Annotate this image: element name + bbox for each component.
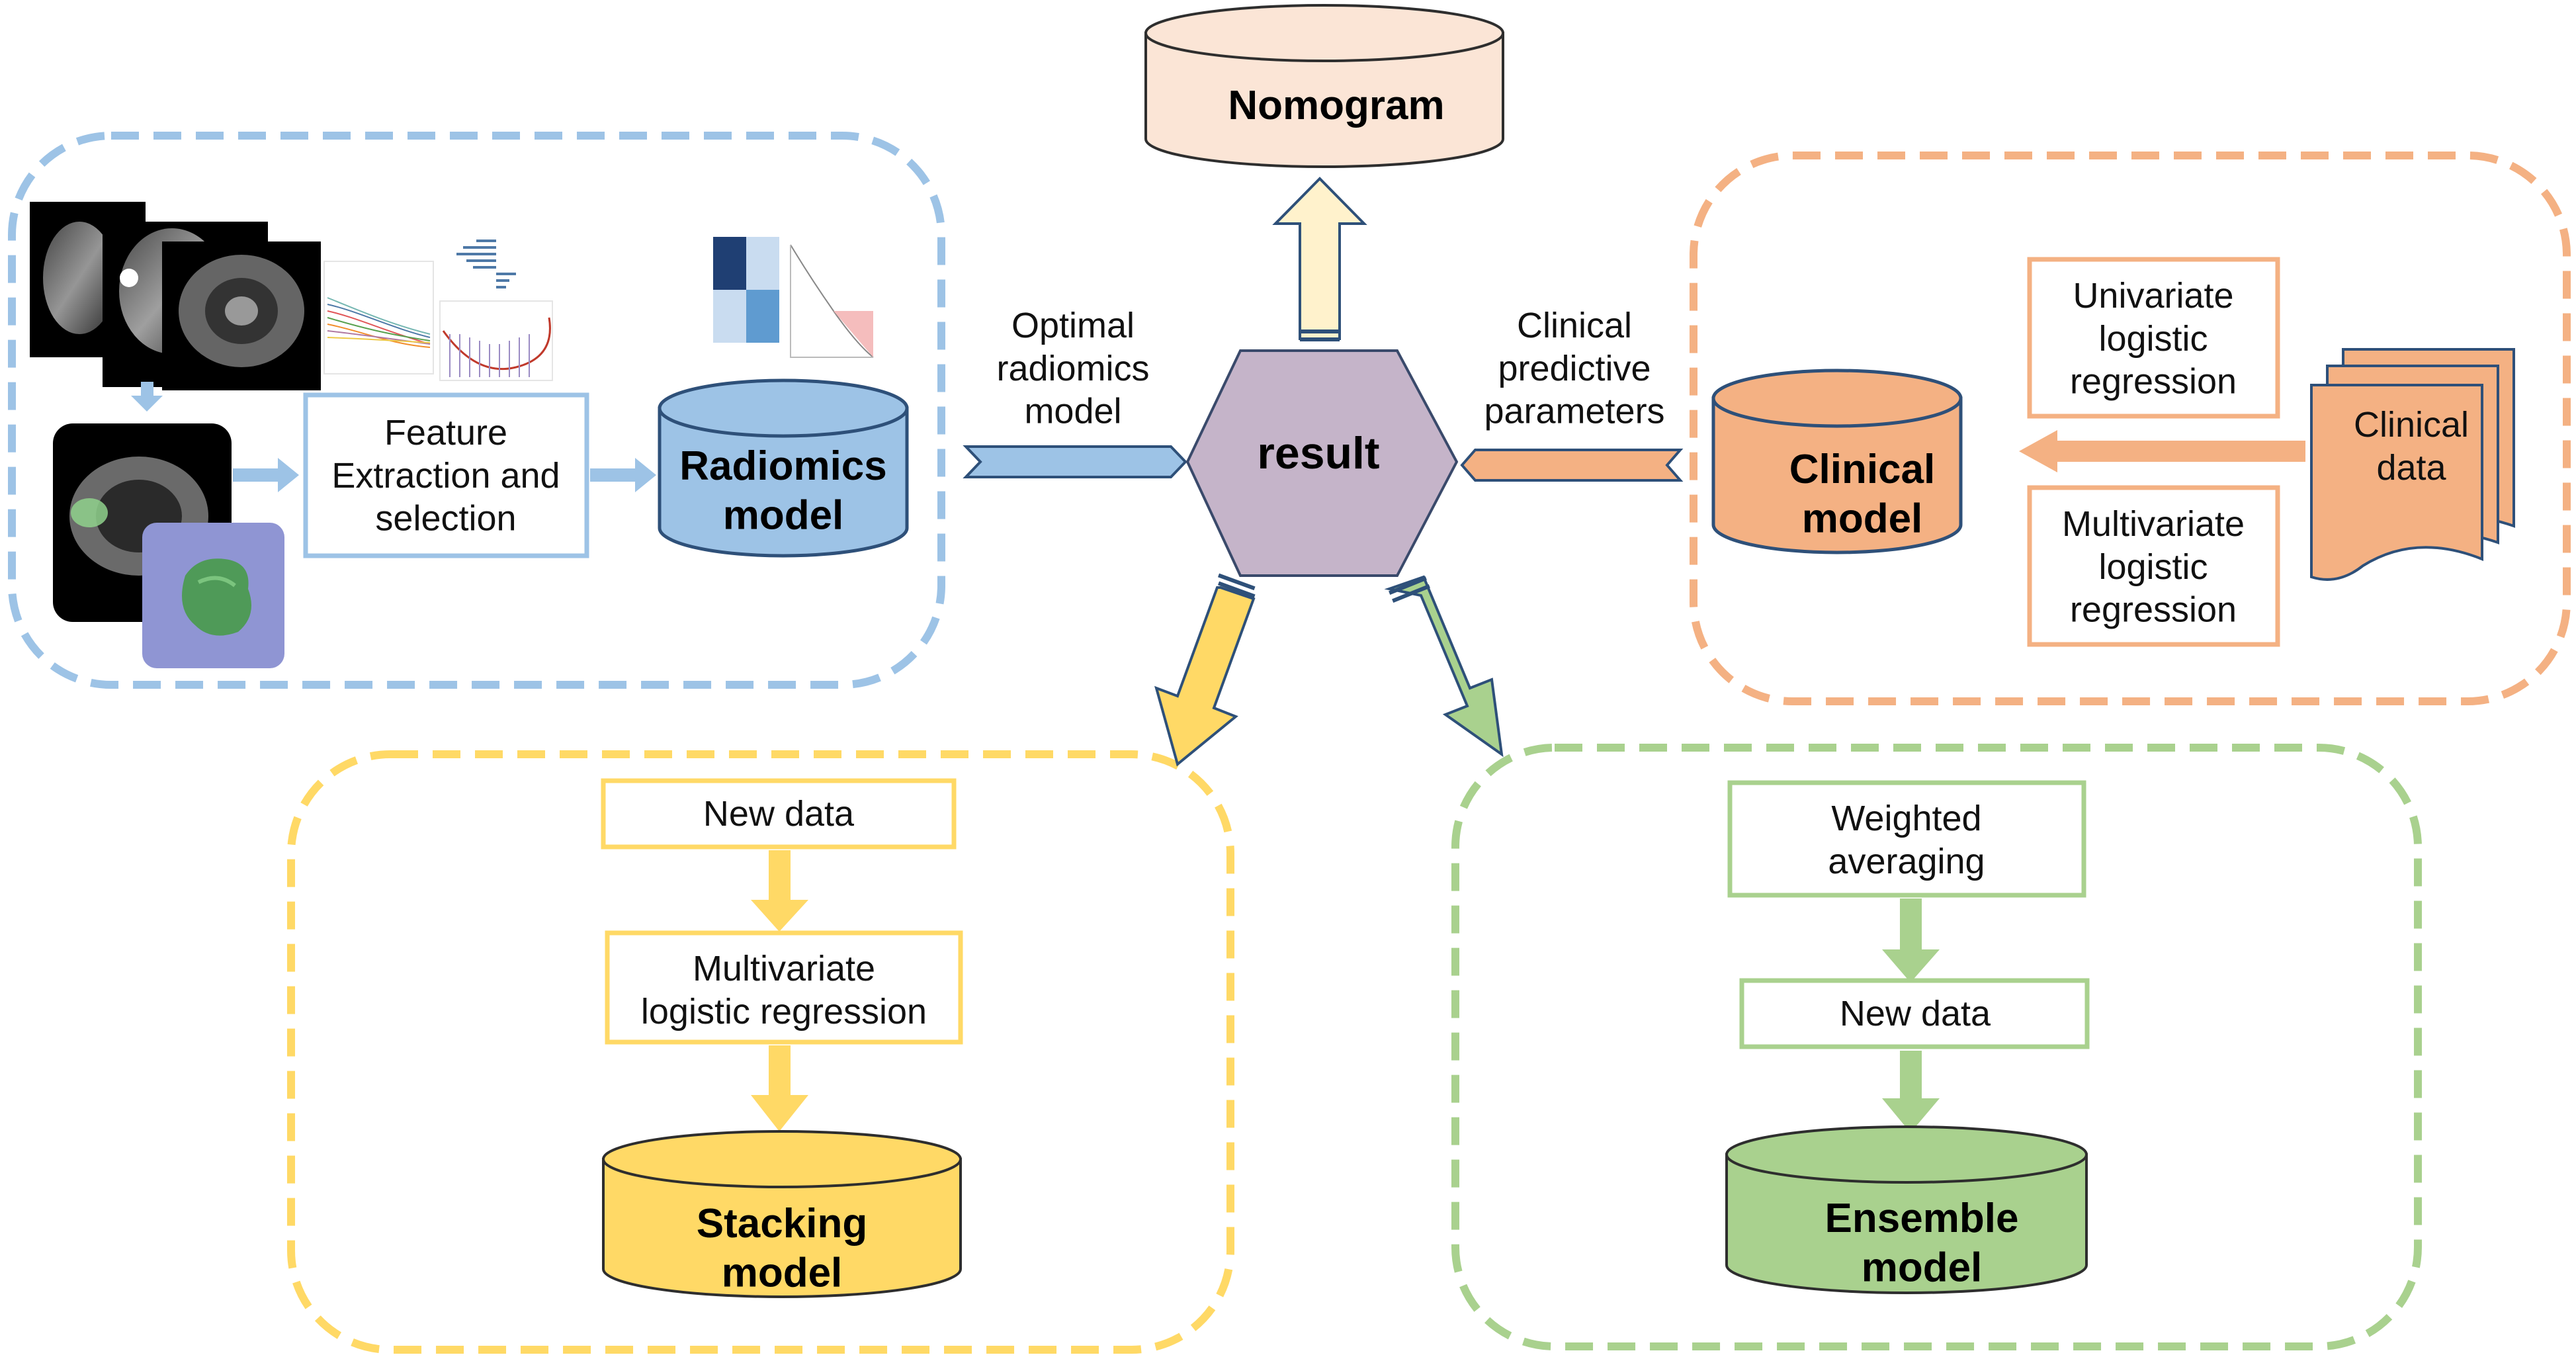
text-line: model [1024,392,1121,431]
text-line: Ensemble [1825,1196,2019,1241]
text-line: Radiomics [679,443,887,489]
text-line: Univariate [2073,276,2233,316]
clinical-group [1690,152,2571,705]
text-line: New data [703,794,855,834]
text-line: selection [375,499,516,539]
svg-text:Nomogram: Nomogram [1228,83,1444,128]
stacking-group [287,750,1234,1354]
segmentation-images [53,382,299,668]
text-line: logistic [2098,319,2208,359]
text-line: data [2376,448,2446,488]
weighted-averaging-box: Weighted averaging [1727,780,2086,898]
arrow-to-radiomics-model [590,458,656,492]
arrow-clinical-to-result [1460,449,1684,482]
text-line: model [1802,496,1923,541]
text-line: Multivariate [693,949,875,988]
ensemble-group [1451,744,2422,1350]
arrow-data-to-clinical-model [2019,430,2305,472]
text-line: Clinical [1517,306,1632,345]
text-line: predictive [1498,349,1651,388]
svg-text:New data: New data [1840,994,1991,1033]
feature-selection-plots [323,235,553,381]
text-line: logistic regression [641,992,927,1031]
arrow-result-to-ensemble [1384,575,1504,758]
arrow-result-to-nomogram [1272,177,1367,341]
arrow-ensemble-1 [1882,899,1940,983]
roc-confusion-plots [708,228,874,367]
svg-text:New data: New data [703,794,855,834]
arrow-radiomics-to-result [963,445,1187,478]
text-line: regression [2070,590,2237,630]
text-line: Stacking [697,1201,867,1247]
result-hexagon: result [1185,349,1459,577]
text-line: parameters [1484,392,1664,431]
text-line: averaging [1828,842,1985,881]
multivariate-stacking-box: Multivariate logistic regression [605,930,963,1045]
svg-text:result: result [1257,428,1379,478]
text-line: Clinical [2354,405,2469,445]
arrow-stacking-1 [751,850,808,932]
text-line: Weighted [1831,799,1981,838]
mri-image-stack [30,202,321,390]
arrow-result-to-stacking [1154,573,1256,767]
text-line: model [722,1250,843,1295]
text-line: model [1862,1245,1983,1290]
text-line: logistic [2098,547,2208,587]
text-line: New data [1840,994,1991,1033]
text-line: Optimal [1011,306,1135,345]
new-data-ensemble-box: New data [1739,978,2090,1049]
new-data-stacking-box: New data [601,778,957,850]
text-line: radiomics [996,349,1149,388]
nomogram-cylinder: Nomogram [1144,4,1504,168]
text-line: Extraction and [331,456,560,496]
optimal-radiomics-label: Optimal radiomics model [996,306,1149,431]
text-line: Multivariate [2062,504,2245,544]
text-line: Clinical [1789,447,1936,492]
arrow-ensemble-2 [1882,1051,1940,1133]
clinical-parameters-label: Clinical predictive parameters [1484,306,1664,431]
arrow-stacking-2 [751,1045,808,1131]
radiomics-group [8,132,945,689]
text-line: model [723,492,844,538]
text-line: regression [2070,362,2237,402]
text-line: Feature [384,413,507,453]
